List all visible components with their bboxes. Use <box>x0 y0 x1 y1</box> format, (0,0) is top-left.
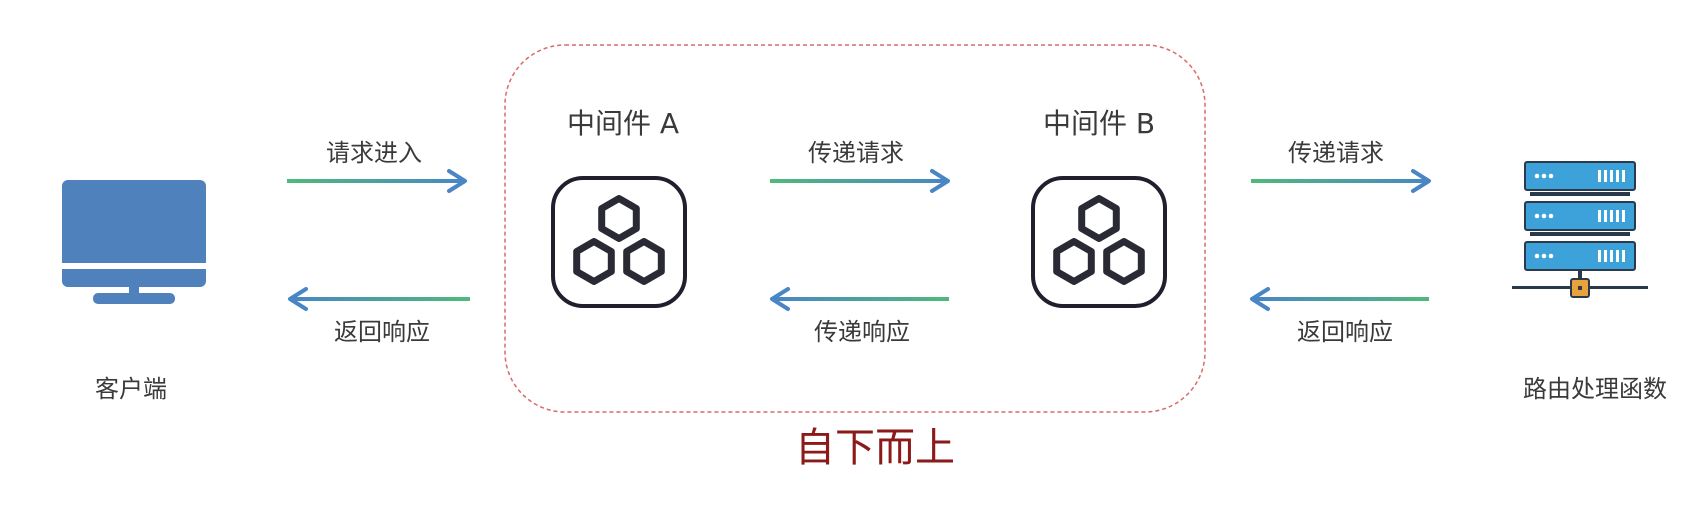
arrow-router-to-b <box>1250 287 1429 311</box>
flow-label-b-to-router: 传递请求 <box>1288 139 1384 167</box>
arrow-client-to-a <box>287 169 467 193</box>
server-icon <box>1512 161 1648 298</box>
middleware-b-icon <box>1031 176 1167 308</box>
router-label: 路由处理函数 <box>1523 375 1667 403</box>
flow-label-router-to-b: 返回响应 <box>1297 318 1393 346</box>
arrow-a-to-b <box>770 169 950 193</box>
middleware-a-icon <box>551 176 687 308</box>
footer-caption: 自下而上 <box>795 425 955 471</box>
middleware-a-title: 中间件 A <box>567 107 680 140</box>
flow-label-a-to-b: 传递请求 <box>808 139 904 167</box>
flow-label-b-to-a: 传递响应 <box>814 318 910 346</box>
middleware-b-title: 中间件 B <box>1043 107 1156 140</box>
flow-label-client-to-a: 请求进入 <box>326 139 422 167</box>
arrow-a-to-client <box>288 287 470 311</box>
flow-label-a-to-client: 返回响应 <box>334 318 430 346</box>
middleware-container <box>504 44 1206 413</box>
client-label: 客户端 <box>95 375 167 403</box>
monitor-icon <box>62 180 206 304</box>
arrow-b-to-a <box>770 287 949 311</box>
arrow-b-to-router <box>1251 169 1431 193</box>
